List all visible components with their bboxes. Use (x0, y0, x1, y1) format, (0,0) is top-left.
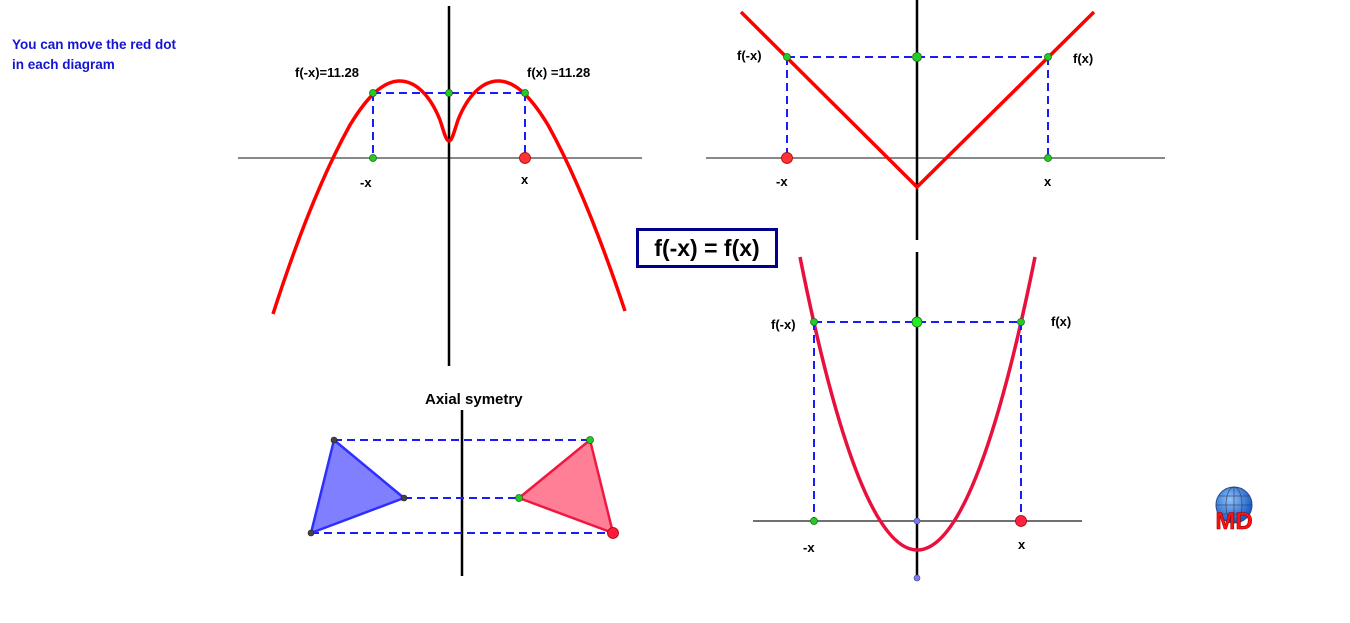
triangle-red (517, 438, 615, 535)
axial-symmetry-title: Axial symetry (425, 391, 523, 408)
globe-logo-icon[interactable]: MD (1210, 485, 1258, 535)
label-f-x: f(x) (1073, 51, 1093, 66)
point-f-neg-x (810, 318, 818, 326)
guide-lines (372, 92, 526, 158)
point-x (1044, 154, 1052, 162)
globe-icon: MD (1215, 486, 1253, 535)
diagram-absolute-value: f(-x) f(x) -x x (706, 0, 1165, 240)
vertex-red-top (586, 436, 594, 444)
diagram-axial-symmetry: Axial symetry (307, 391, 619, 576)
point-f-x-on-axis (912, 52, 922, 62)
abs-curve (739, 10, 1096, 190)
diagram-parabola: f(-x) f(x) -x x (753, 252, 1082, 582)
point-f-x (521, 89, 529, 97)
point-neg-x (369, 154, 377, 162)
instructions-line-1: You can move the red dot (12, 37, 177, 52)
label-f-x: f(x) (1051, 314, 1071, 329)
draggable-red-dot[interactable] (607, 527, 619, 539)
point-f-neg-x (783, 53, 791, 61)
parabola-curve (798, 256, 1037, 552)
point-f-x (1044, 53, 1052, 61)
point-neg-x (810, 517, 818, 525)
formula-text: f(-x) = f(x) (654, 234, 760, 261)
guide-lines (813, 321, 1022, 521)
instructions-text: You can move the red dot in each diagram (12, 35, 176, 75)
vertex-blue-right (400, 494, 408, 502)
diagram-quartic: f(-x)=11.28 f(x) =11.28 -x x (238, 6, 642, 366)
vertex-blue-bottom (307, 529, 315, 537)
logo-text: MD (1215, 508, 1252, 533)
label-neg-x: -x (360, 175, 372, 190)
draggable-red-dot[interactable] (1015, 515, 1027, 527)
label-x: x (1018, 537, 1026, 552)
draggable-red-dot[interactable] (519, 152, 531, 164)
label-f-x: f(x) =11.28 (527, 65, 590, 80)
point-axis-bottom (913, 574, 921, 582)
label-x: x (1044, 174, 1052, 189)
label-f-neg-x: f(-x)=11.28 (295, 65, 359, 80)
quartic-curve (271, 79, 627, 315)
label-neg-x: -x (803, 540, 815, 555)
vertex-red-left (515, 494, 523, 502)
point-f-x (1017, 318, 1025, 326)
point-f-neg-x (369, 89, 377, 97)
formula-box: f(-x) = f(x) (636, 228, 778, 268)
guide-lines (311, 439, 613, 534)
point-f-x-on-axis (445, 89, 453, 97)
point-origin (913, 517, 921, 525)
triangle-blue (309, 438, 406, 535)
vertex-blue-top (330, 436, 338, 444)
label-f-neg-x: f(-x) (771, 317, 796, 332)
label-f-neg-x: f(-x) (737, 48, 762, 63)
label-neg-x: -x (776, 174, 788, 189)
point-f-x-on-axis (911, 316, 923, 328)
label-x: x (521, 172, 529, 187)
draggable-red-dot[interactable] (781, 152, 793, 164)
instructions-line-2: in each diagram (12, 57, 115, 72)
